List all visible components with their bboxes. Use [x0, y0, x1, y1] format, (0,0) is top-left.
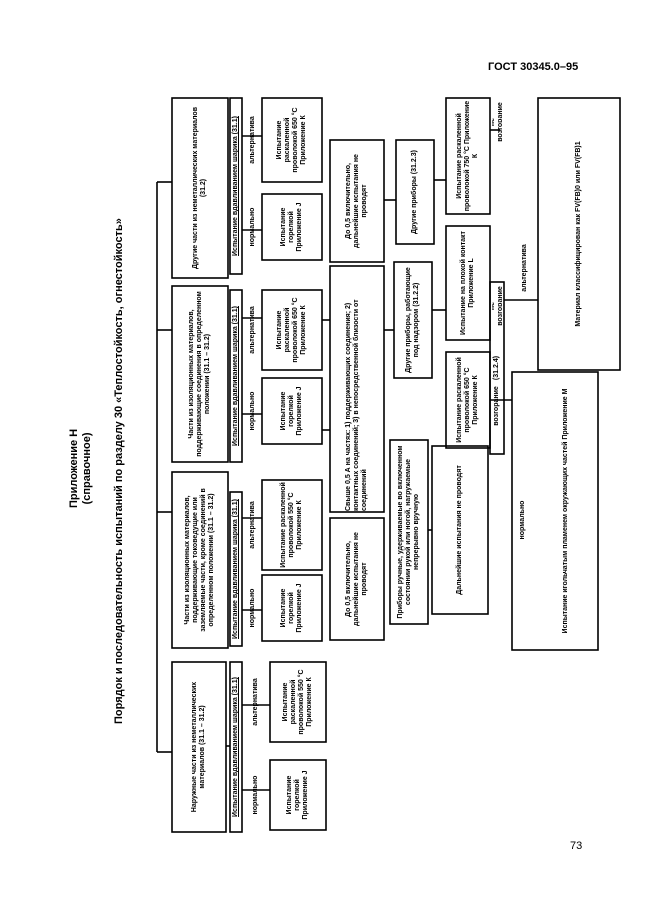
- col4-wire: Испытание раскаленной проволокой 650 °С …: [276, 107, 307, 173]
- col1-group: Наружные части из неметаллических матери…: [191, 669, 313, 820]
- col1-ball: Испытание вдавливанием шарика (31.1): [232, 677, 239, 817]
- col3-normal: нормально: [249, 391, 256, 431]
- col4-top: Другие части из неметаллических материал…: [192, 107, 207, 270]
- current-box: Свыше 0,5 А на частях: 1) поддерживающих…: [345, 299, 368, 511]
- alternative-label: альтернатива: [521, 244, 528, 292]
- col3-ball: Испытание вдавливанием шарика (31.1): [232, 306, 239, 446]
- current-group: Свыше 0,5 А на частях: 1) поддерживающих…: [345, 299, 368, 511]
- col2-top: Части из изоляционных материалов, поддер…: [184, 488, 215, 632]
- material-class: Материал классифицирован как FV(FB)0 или…: [575, 141, 582, 327]
- wire-650: Испытание раскаленной проволокой 650 °С …: [456, 357, 479, 443]
- doc-code: ГОСТ 30345.0–95: [488, 61, 579, 73]
- page-number: 73: [570, 840, 583, 852]
- other-devices-unattended: Другие приборы, работающие под надзором …: [405, 267, 420, 373]
- col1-wire: Испытание раскаленной проволокой 550 °С …: [282, 669, 313, 735]
- normal-label: нормально: [519, 500, 526, 540]
- col2-note: До 0,5 включительно, дальнейшие испытани…: [345, 532, 368, 626]
- col1-top: Наружные части из неметаллических матери…: [191, 681, 206, 813]
- col4-normal: нормально: [249, 207, 256, 247]
- wire-750: Испытание раскаленной проволокой 750 °С …: [456, 100, 479, 212]
- hand-devices: Приборы ручные, удерживаемые во включенн…: [397, 445, 420, 619]
- col1-alt: альтернатива: [252, 678, 259, 726]
- col3-group: Части из изоляционных материалов, поддер…: [188, 291, 307, 457]
- col1-normal: нормально: [252, 775, 259, 815]
- col3-needle: Испытание горелкой Приложение J: [280, 386, 303, 436]
- col3-top: Части из изоляционных материалов, поддер…: [188, 291, 211, 457]
- no-ignition-label-2: не возгорание: [492, 102, 502, 142]
- bad-contact: Испытание на плохой контакт Приложение L: [460, 231, 475, 335]
- other-devices: Другие приборы (31.2.3): [411, 150, 418, 234]
- col2-alt: альтернатива: [249, 501, 256, 549]
- col2-normal: нормально: [249, 588, 256, 628]
- col3-wire: Испытание раскаленной проволокой 650 °С …: [276, 297, 307, 363]
- col4-ball: Испытание вдавливанием шарика (31.1): [232, 116, 239, 256]
- needle-flame: Испытание игольчатым пламенем окружающих…: [562, 388, 569, 634]
- bottom-group: Приборы ручные, удерживаемые во включенн…: [397, 100, 582, 634]
- further-none: Дальнейшие испытания не проводят: [456, 465, 463, 595]
- col2-needle: Испытание горелкой Приложение J: [280, 583, 303, 633]
- ignition-label: возгорание: [493, 386, 500, 426]
- col4-alt: альтернатива: [249, 116, 256, 164]
- col2-ball: Испытание вдавливанием шарика (31.1): [232, 499, 239, 639]
- col4-group: Другие части из неметаллических материал…: [192, 107, 368, 270]
- col2-wire: Испытание раскаленной проволокой 550 °С …: [280, 482, 303, 568]
- col4-needle: Испытание горелкой Приложение J: [280, 202, 303, 252]
- col1-needle: Испытание горелкой Приложение J: [286, 770, 309, 820]
- col4-note: До 0,5 включительно, дальнейшие испытани…: [345, 154, 368, 248]
- no-ignition-label-1: не возгорание: [492, 286, 502, 326]
- col3-alt: альтернатива: [249, 306, 256, 354]
